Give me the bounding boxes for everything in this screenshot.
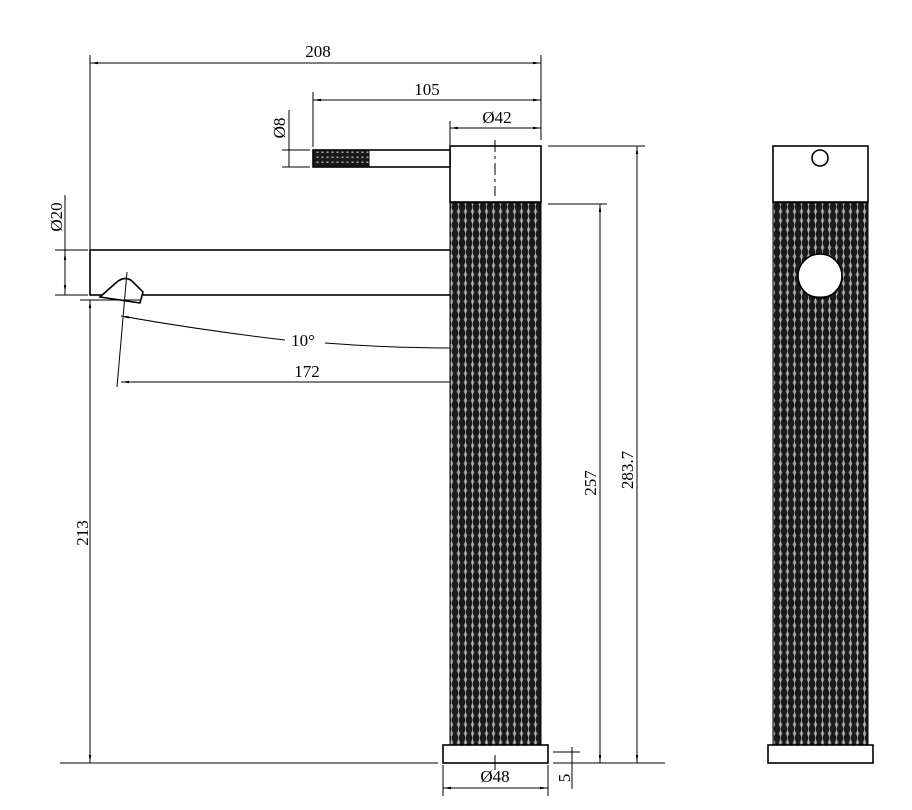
- dim-spout-reach: 172: [294, 362, 320, 381]
- side-view: [767, 145, 874, 764]
- dim-lever-diameter: Ø8: [270, 118, 289, 139]
- dim-cap-diameter: Ø42: [482, 108, 511, 127]
- dim-overall-height: 283.7: [618, 450, 637, 489]
- dim-handle-reach: 105: [414, 80, 440, 99]
- dim-spout-diameter: Ø20: [47, 202, 66, 231]
- aerator: [98, 277, 144, 304]
- dim-base-height: 5: [555, 774, 574, 783]
- dim-base-diameter: Ø48: [480, 767, 509, 786]
- side-base-plate: [767, 744, 874, 764]
- dim-spout-angle: 10°: [291, 331, 315, 350]
- lever-socket-circle: [811, 149, 829, 167]
- dimension-lines: 208 105 Ø42 Ø8 Ø20 10° 172 213: [47, 42, 665, 796]
- spout-outlet-circle: [797, 253, 843, 299]
- dim-body-height: 257: [581, 470, 600, 496]
- spout: [89, 249, 456, 296]
- lever-grip-knurled: [312, 149, 370, 168]
- faucet-body-knurled: [449, 202, 542, 746]
- dim-spout-height: 213: [73, 520, 92, 546]
- dim-overall-width: 208: [305, 42, 331, 61]
- front-view: [89, 140, 549, 764]
